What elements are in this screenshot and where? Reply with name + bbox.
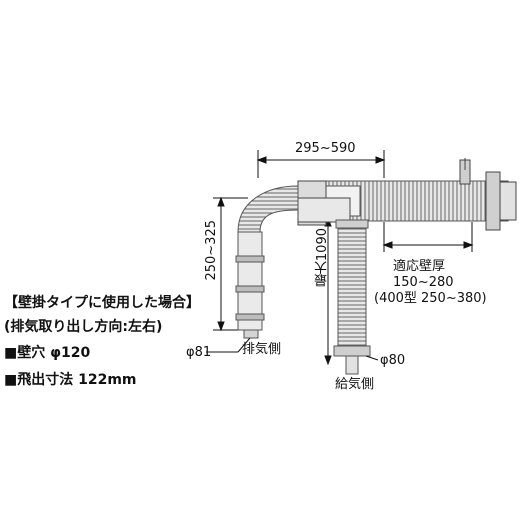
exhaust-diameter-label: φ81 [186, 345, 212, 360]
spec-wall-hole: ■壁穴 φ120 [4, 345, 91, 361]
horizontal-span-label: 295~590 [295, 141, 356, 156]
intake-side-label: 給気側 [335, 377, 375, 392]
spec-title: 【壁掛タイプに使用した場合】 [4, 295, 200, 311]
wall-terminal-cap [459, 158, 517, 231]
wall-thickness-400-type: (400型 250~380) [374, 291, 487, 306]
wall-thickness-dimension [382, 222, 474, 252]
spec-direction: (排気取り出し方向:左右) [4, 319, 163, 335]
flexible-exhaust-elbow [237, 185, 299, 233]
exhaust-vertical-pipe [235, 231, 265, 339]
vertical-span-label: 250~325 [204, 220, 219, 281]
wall-thickness-range: 150~280 [393, 275, 454, 290]
spec-projection: ■飛出寸法 122mm [4, 372, 137, 388]
intake-bottom-fitting [345, 355, 359, 375]
intake-vertical-pipe [333, 219, 371, 357]
leader-lines [206, 337, 379, 361]
max-length-label: 最大1090 [315, 228, 330, 288]
intake-diameter-label: φ80 [380, 353, 406, 368]
vertical-dimension [213, 196, 248, 332]
wall-thickness-title: 適応壁厚 [393, 259, 446, 274]
horizontal-dimension [256, 150, 386, 178]
exhaust-side-label: 排気側 [242, 342, 282, 357]
